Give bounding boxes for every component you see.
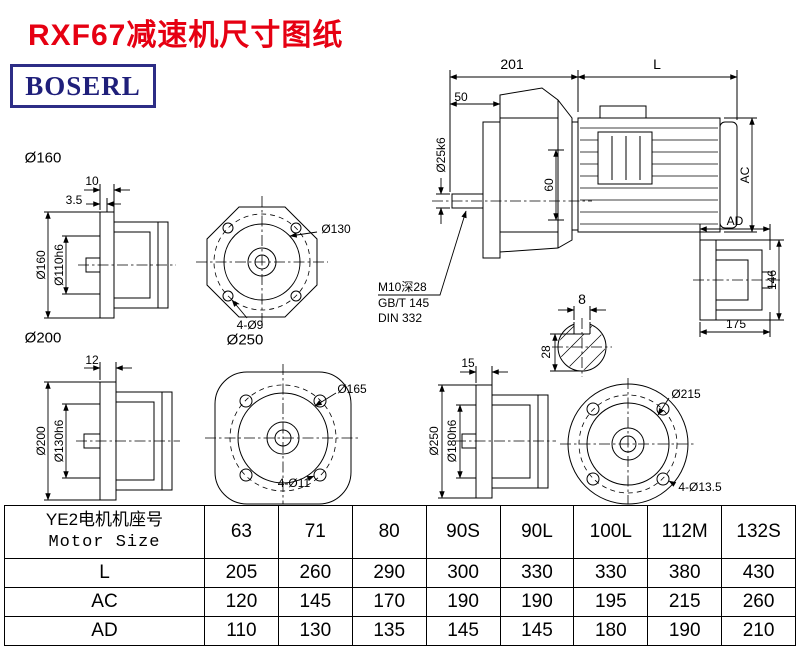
flange-view-130 [196,196,328,328]
size-col-112m: 112M [647,505,723,559]
side-view-200 [44,362,180,501]
dim-label-4-d13-5: 4-Ø13.5 [678,480,722,494]
size-col-63: 63 [204,505,279,559]
cell-AD-4: 145 [499,616,575,646]
row-label-AD: AD [4,616,205,646]
cell-AC-4: 190 [499,587,575,617]
cell-L-5: 330 [573,558,649,588]
table-row-AD: AD 110 130 135 145 145 180 190 210 [4,616,796,646]
table-header-row: YE2电机机座号 Motor Size 63 71 80 90S 90L 100… [4,505,796,559]
cell-L-4: 330 [499,558,575,588]
cell-L-0: 205 [204,558,279,588]
cell-L-6: 380 [647,558,723,588]
dimension-drawing [44,70,784,505]
flange-view-215 [560,378,696,505]
cell-AC-0: 120 [204,587,279,617]
cell-AC-3: 190 [425,587,501,617]
brand-name: BOSERL [25,70,141,101]
view-200-title: Ø200 [24,329,62,347]
dim-label-10: 10 [85,174,99,188]
dim-label-175: 175 [725,317,747,331]
table-header-motor-size: YE2电机机座号 Motor Size [4,505,205,559]
dim-label-4-d9: 4-Ø9 [236,318,264,332]
cell-AC-5: 195 [573,587,649,617]
dim-label-28: 28 [539,345,553,359]
dim-label-d130: Ø130 [321,222,351,236]
size-col-80: 80 [351,505,427,559]
shaft-key-section [550,306,612,377]
dim-label-d250: Ø250 [427,426,441,456]
dim-label-146: 146 [765,269,779,291]
size-col-90s: 90S [425,505,501,559]
dim-label-AC: AC [738,166,752,184]
cell-L-1: 260 [277,558,353,588]
dim-label-d110h6: Ø110h6 [52,244,66,286]
dim-label-201: 201 [500,56,524,72]
dim-label-d180h6: Ø180h6 [445,419,459,463]
cell-AD-5: 180 [573,616,649,646]
dim-label-d215: Ø215 [671,387,701,401]
cell-AD-7: 210 [721,616,796,646]
dim-label-d165: Ø165 [337,382,367,396]
table-row-L: L 205 260 290 300 330 330 380 430 [4,558,796,588]
dim-label-d160: Ø160 [34,250,48,280]
cell-AC-6: 215 [647,587,723,617]
main-assembly-view [378,70,757,296]
side-view-ad [693,224,784,337]
header-cn: YE2电机机座号 [45,510,164,530]
size-col-71: 71 [277,505,353,559]
dim-label-d130h6: Ø130h6 [52,419,66,463]
table-row-AC: AC 120 145 170 190 190 195 215 260 [4,587,796,617]
row-label-AC: AC [4,587,205,617]
dim-label-L: L [653,56,661,72]
side-view-250 [438,366,556,499]
dim-label-12: 12 [85,353,99,367]
cell-AD-6: 190 [647,616,723,646]
dim-label-d200: Ø200 [34,426,48,456]
page-title: RXF67减速机尺寸图纸 [28,19,344,52]
size-col-90l: 90L [499,505,575,559]
note-gb-standard: GB/T 145 [378,296,430,310]
view-250-title: Ø250 [226,331,264,349]
cell-L-3: 300 [425,558,501,588]
dim-label-AD: AD [726,214,744,228]
cell-AD-3: 145 [425,616,501,646]
dim-label-50: 50 [454,90,468,104]
motor-size-table: YE2电机机座号 Motor Size 63 71 80 90S 90L 100… [4,505,796,646]
dim-label-60: 60 [542,178,556,192]
row-label-L: L [4,558,205,588]
cell-L-2: 290 [351,558,427,588]
dim-label-15: 15 [461,356,475,370]
brand-logo: BOSERL [10,64,156,108]
note-thread-m10: M10深28 [378,280,427,294]
dim-label-d25k6: Ø25k6 [434,137,448,173]
header-en: Motor Size [48,533,161,552]
cell-AD-2: 135 [351,616,427,646]
view-160-title: Ø160 [24,149,62,167]
dim-label-4-d11: 4-Ø11 [277,476,311,490]
cell-AC-2: 170 [351,587,427,617]
cell-L-7: 430 [721,558,796,588]
cell-AC-1: 145 [277,587,353,617]
flange-view-165 [205,364,361,505]
side-view-160 [44,184,176,319]
size-col-100l: 100L [573,505,649,559]
cell-AD-1: 130 [277,616,353,646]
note-din-standard: DIN 332 [378,311,423,325]
cell-AD-0: 110 [204,616,279,646]
size-col-132s: 132S [721,505,796,559]
dim-label-8: 8 [578,291,586,307]
cell-AC-7: 260 [721,587,796,617]
dim-label-3-5: 3.5 [65,193,83,207]
